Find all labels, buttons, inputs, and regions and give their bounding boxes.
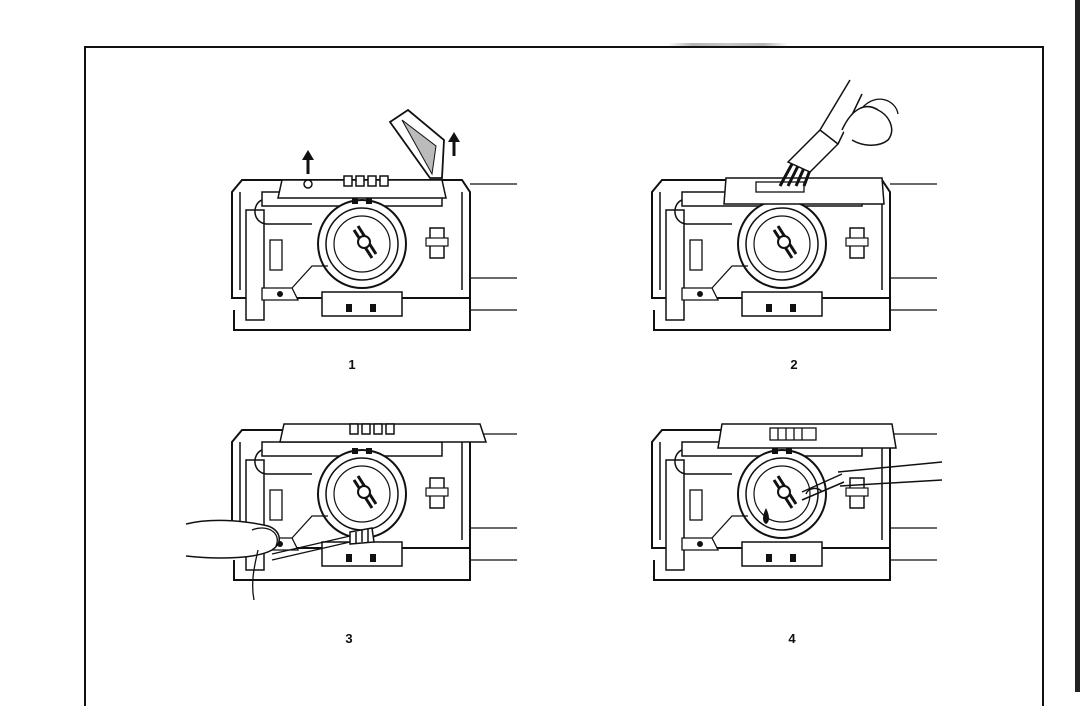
figure-2-illustration	[650, 79, 939, 332]
figure-2	[650, 79, 952, 360]
figure-1	[230, 108, 532, 360]
figure-3	[185, 420, 532, 620]
figure-3-illustration	[185, 423, 519, 601]
figure-1-number: 1	[348, 357, 356, 372]
figure-3-number: 3	[345, 631, 353, 646]
scan-smudge	[668, 43, 788, 47]
figure-4	[650, 420, 952, 620]
page-edge	[1075, 0, 1080, 692]
figure-4-number: 4	[788, 631, 796, 646]
figure-1-illustration	[230, 108, 519, 332]
figure-2-number: 2	[790, 357, 798, 372]
figure-4-illustration	[650, 423, 943, 582]
page-frame	[84, 46, 1044, 706]
